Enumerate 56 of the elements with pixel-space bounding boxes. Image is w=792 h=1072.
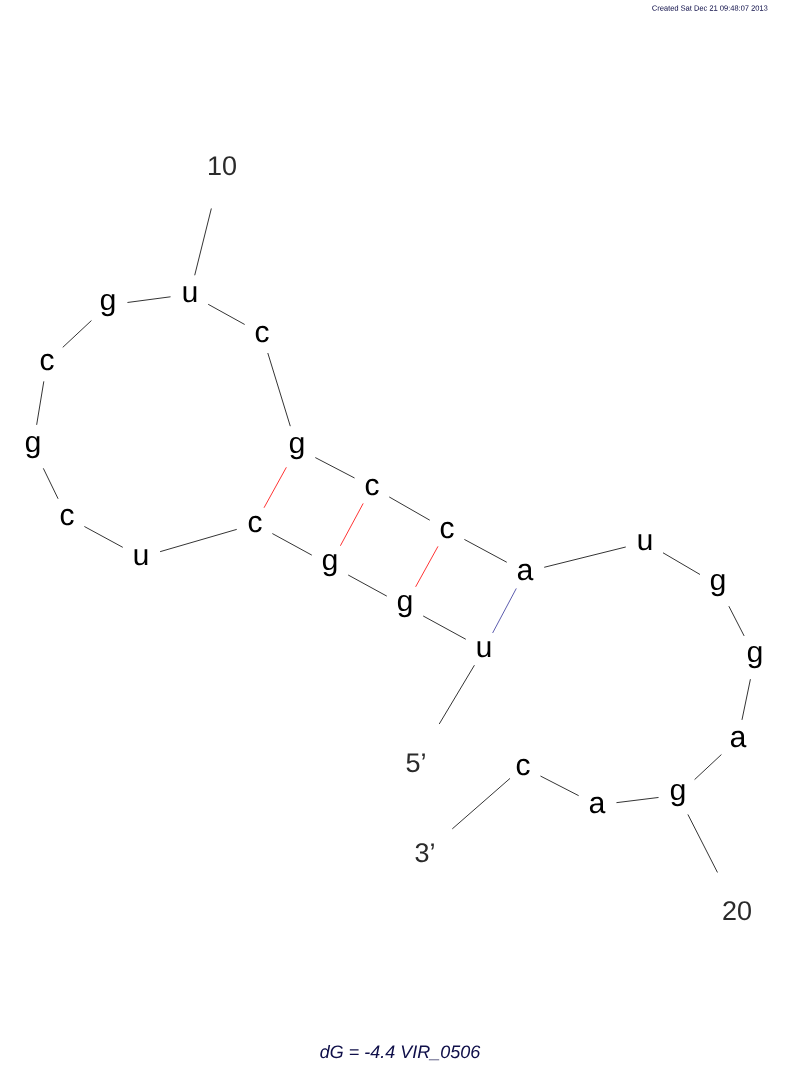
base-letter: c (40, 353, 54, 371)
backbone-line (388, 496, 431, 521)
leader-line (438, 664, 475, 725)
base-letter: c (440, 521, 454, 539)
backbone-line (741, 678, 751, 721)
backbone-line (314, 457, 355, 479)
base-letter: u (134, 549, 148, 566)
backbone-line (616, 797, 659, 804)
backbone-line (127, 296, 171, 303)
base-pair-line (492, 588, 517, 634)
caption-text: dG = -4.4 VIR_0506 (320, 1044, 481, 1061)
backbone-line (36, 380, 45, 426)
backbone-line (271, 533, 313, 556)
leader-line (451, 778, 511, 830)
base-pair-line (415, 545, 439, 588)
backbone-line (159, 529, 238, 553)
base-letter: g (25, 435, 40, 459)
backbone-line (207, 303, 246, 325)
leader-line (687, 814, 718, 873)
base-letter: a (730, 730, 747, 748)
leader-line (194, 208, 212, 276)
position-number: 10 (209, 156, 236, 176)
backbone-line (694, 754, 722, 780)
backbone-line (662, 552, 701, 575)
base-letter: c (60, 508, 74, 526)
base-letter: u (183, 286, 197, 303)
base-letter: u (638, 534, 652, 551)
base-letter: g (289, 436, 304, 460)
base-letter: g (747, 645, 762, 669)
base-letter: c (255, 325, 269, 343)
base-letter: a (589, 796, 606, 814)
backbone-line (62, 320, 92, 348)
base-letter: c (365, 478, 379, 496)
strand-end-label: 3’ (415, 843, 434, 863)
backbone-line (83, 526, 124, 548)
backbone-line (464, 539, 508, 563)
backbone-line (42, 467, 59, 500)
backbone-line (422, 615, 467, 640)
base-letter: g (710, 573, 725, 597)
base-letter: g (322, 553, 337, 577)
backbone-line (540, 775, 580, 797)
base-letter: g (670, 783, 685, 807)
position-number: 20 (723, 901, 751, 921)
backbone-line (543, 546, 627, 568)
backbone-line (267, 352, 291, 427)
backbone-line (347, 574, 388, 597)
base-letter: a (517, 563, 534, 581)
base-letter: c (516, 758, 530, 776)
base-letter: c (248, 515, 262, 533)
base-pair-line (263, 466, 287, 509)
base-pair-line (340, 503, 364, 547)
backbone-line (728, 605, 745, 637)
base-letter: g (100, 293, 115, 317)
base-letter: u (477, 641, 491, 658)
base-letter: g (397, 594, 412, 618)
strand-end-label: 5’ (406, 753, 425, 773)
